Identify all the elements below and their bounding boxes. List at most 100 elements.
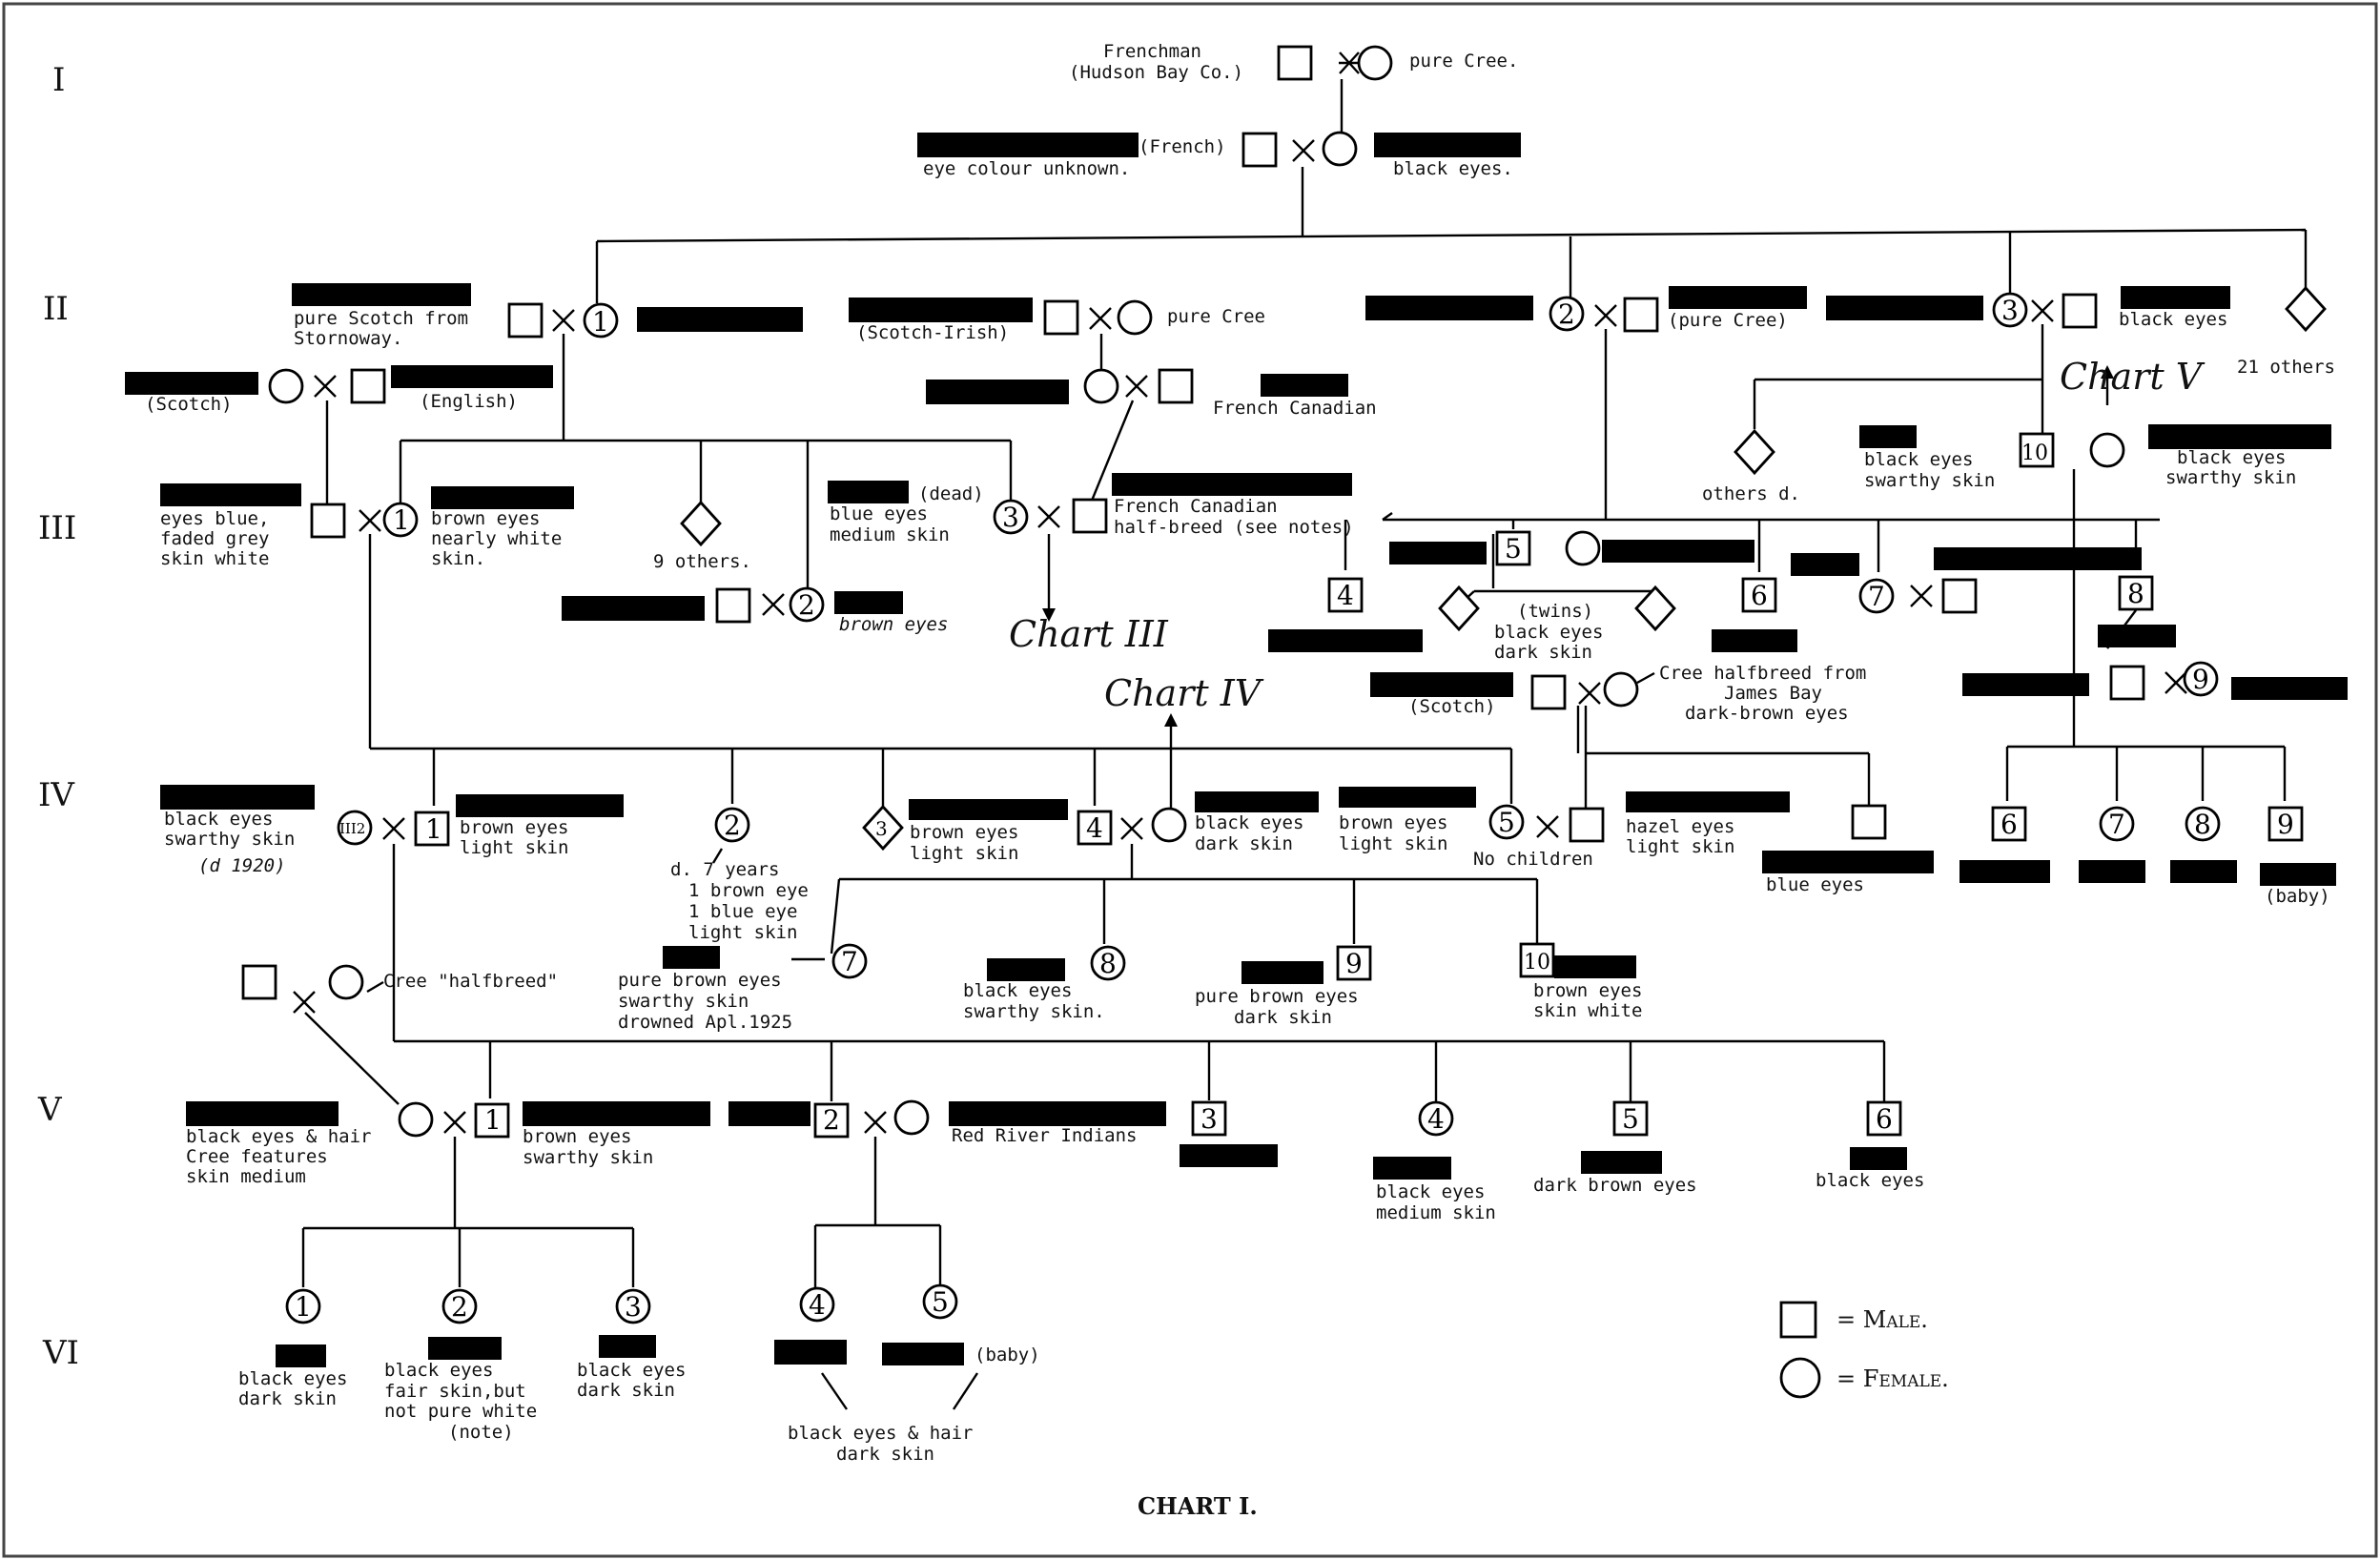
female-symbol — [1549, 296, 1585, 332]
symbol-number: 1 — [425, 813, 442, 845]
annotation-text: brown eyes — [910, 822, 1018, 843]
symbol-number: 3 — [2001, 295, 2019, 326]
annotation-text: black eyes — [238, 1368, 347, 1389]
annotation-text: brown eyes — [1339, 812, 1447, 833]
symbol-number: 7 — [841, 946, 858, 977]
annotation-text: 1 blue eye — [688, 901, 797, 922]
generation-labels: I II III IV V VI — [37, 61, 79, 1372]
female-symbol — [1858, 578, 1895, 614]
annotation-text: faded grey — [160, 528, 269, 549]
annotation-text: No children — [1473, 849, 1593, 870]
male-symbol — [1241, 132, 1278, 168]
female-symbol — [2099, 806, 2135, 842]
pedigree-symbols — [241, 45, 2327, 1324]
annotation-text: skin white — [1533, 1000, 1642, 1021]
annotation-text: light skin — [1339, 833, 1447, 854]
female-symbol — [789, 586, 825, 623]
symbol-number: 3 — [1002, 502, 1019, 533]
annotation-text: (note) — [448, 1422, 514, 1443]
female-symbol — [714, 807, 750, 843]
female-symbol — [268, 368, 304, 404]
female-symbol — [2089, 432, 2125, 468]
annotation-text: black eyes — [1494, 622, 1603, 643]
annotation-text: light skin — [1626, 836, 1734, 857]
symbol-number: 3 — [1200, 1103, 1218, 1135]
male-symbol — [1158, 368, 1194, 404]
annotation-text: (d 1920) — [198, 855, 286, 876]
annotation-text: James Bay — [1724, 683, 1822, 704]
legend: = Male. = Female. — [1779, 1301, 1949, 1399]
annotation-text: dark skin — [1494, 642, 1592, 663]
diamond-symbol — [680, 500, 722, 547]
female-symbol — [1357, 45, 1393, 81]
symbol-number: 2 — [823, 1104, 840, 1136]
symbol-number: 5 — [1505, 533, 1522, 564]
diamond-symbol — [1438, 585, 1480, 632]
annotation-text: blue eyes — [830, 503, 928, 524]
annotation-text: blue eyes — [1766, 874, 1864, 895]
annotation-text: black eyes & hair — [186, 1126, 371, 1147]
symbol-number: 3 — [625, 1291, 642, 1323]
annotation-text: light skin — [688, 922, 797, 943]
symbol-number: 1 — [484, 1104, 502, 1136]
annotation-text: (French) — [1139, 136, 1226, 157]
annotation-text: Red River Indians — [952, 1125, 1137, 1146]
annotation-text: Cree halfbreed from — [1659, 663, 1866, 684]
annotation-text: Cree features — [186, 1146, 328, 1167]
annotation-text: dark skin — [238, 1388, 337, 1409]
annotation-text: half-breed (see notes) — [1114, 517, 1354, 538]
annotation-text: fair skin,but — [384, 1381, 526, 1402]
annotation-text: others d. — [1702, 483, 1800, 504]
annotation-text: (Scotch) — [145, 394, 233, 415]
annotation-text: (Hudson Bay Co.) — [1069, 62, 1243, 83]
annotation-text: black eyes — [1816, 1170, 1924, 1191]
female-symbol — [893, 1099, 930, 1136]
male-symbol — [1077, 810, 1113, 846]
symbol-number: 1 — [592, 306, 609, 338]
annotation-text: (twins) — [1517, 601, 1593, 622]
legend-male-symbol — [1779, 1301, 1817, 1339]
symbol-number: III2 — [339, 820, 365, 837]
female-symbol — [441, 1288, 478, 1324]
diamond-symbol — [862, 804, 904, 852]
male-symbol — [474, 1102, 510, 1139]
symbol-number: 4 — [1086, 812, 1103, 844]
annotation-text: pure brown eyes — [1195, 986, 1359, 1007]
annotation-text: 21 others — [2237, 357, 2335, 378]
symbol-number: 7 — [1868, 581, 1885, 612]
female-symbol — [1090, 945, 1126, 981]
annotation-text: 1 brown eye — [688, 880, 809, 901]
symbol-number: 6 — [2000, 809, 2018, 840]
female-symbol — [398, 1101, 434, 1138]
male-symbol — [1495, 530, 1531, 566]
female-symbol — [615, 1288, 651, 1324]
male-symbol — [241, 964, 277, 1000]
female-symbol — [1083, 368, 1119, 404]
annotation-text: black eyes — [1376, 1181, 1485, 1202]
annotation-text: light skin — [460, 837, 568, 858]
female-symbol — [285, 1288, 321, 1324]
male-symbol — [2267, 806, 2304, 842]
female-symbol — [2183, 661, 2219, 697]
symbol-number: 4 — [1337, 580, 1354, 611]
female-symbol — [1117, 299, 1153, 336]
symbol-number: 5 — [1622, 1103, 1639, 1135]
annotation-text: (pure Cree) — [1668, 310, 1788, 331]
annotation-text: (baby) — [975, 1344, 1040, 1365]
diamond-symbol — [1734, 428, 1775, 476]
symbol-number: 2 — [451, 1291, 468, 1323]
male-symbol — [2019, 432, 2055, 468]
chart-ref-iv: Chart IV — [1104, 672, 1264, 714]
annotation-text: eyes blue, — [160, 508, 269, 529]
male-symbol — [507, 302, 544, 339]
connection-lines — [293, 51, 2308, 1410]
male-symbol — [1612, 1100, 1649, 1137]
male-symbol — [1741, 577, 1777, 613]
redaction-bars — [125, 133, 2348, 1367]
male-symbol — [1623, 297, 1659, 333]
annotation-text: black eyes — [2119, 309, 2227, 330]
symbol-number: 9 — [1345, 948, 1363, 979]
female-symbol — [1418, 1100, 1454, 1137]
diamond-symbol — [1634, 585, 1676, 632]
diamond-symbol — [2285, 285, 2327, 333]
